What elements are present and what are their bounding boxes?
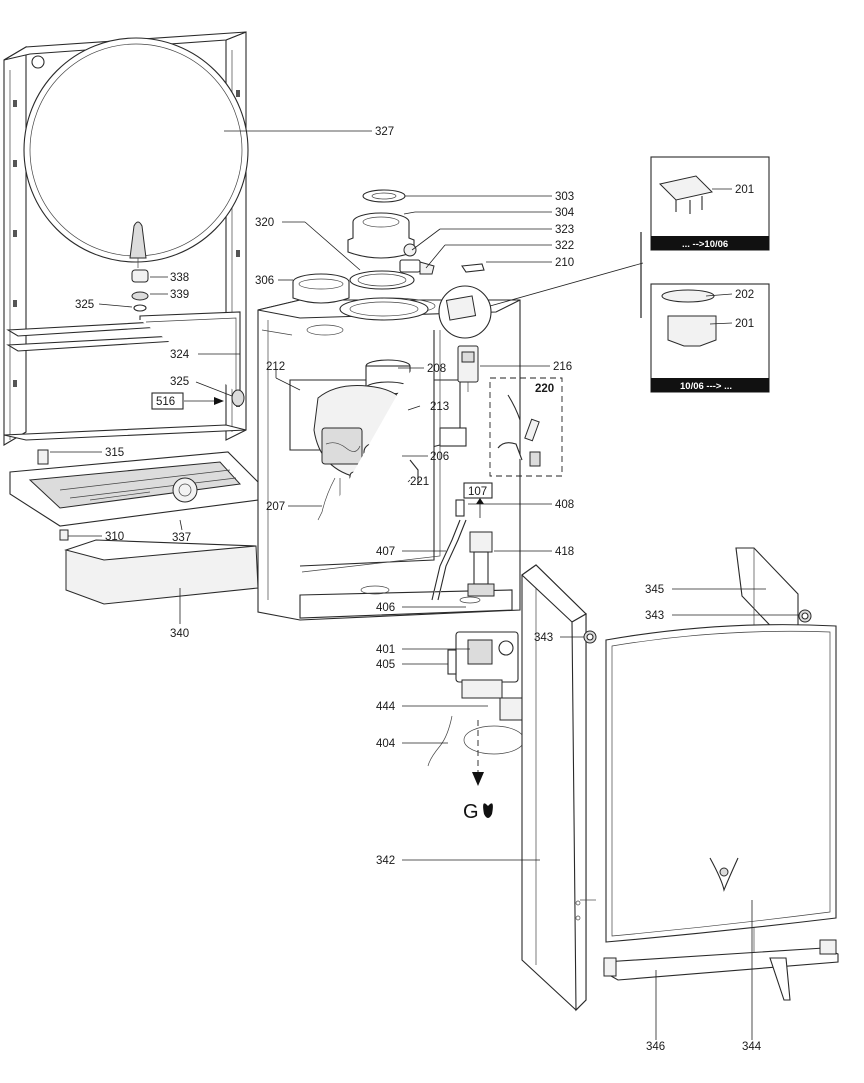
- cable-loop: [463, 725, 525, 755]
- label-340: 340: [170, 628, 189, 640]
- gas-valve-cable: [427, 715, 453, 767]
- side-panel: [521, 564, 597, 1012]
- retaining-clip: [461, 263, 485, 273]
- inset-bottom-caption: 10/06 ---> ...: [680, 381, 732, 392]
- label-207: 207: [266, 501, 285, 513]
- water-pipes: [299, 330, 441, 573]
- bottom-cover-panel: [64, 539, 259, 605]
- vessel-fittings: [131, 269, 149, 312]
- gas-inlet-label: G: [463, 801, 479, 823]
- label-201-bottom: 201: [735, 318, 754, 330]
- label-310: 310: [105, 531, 124, 543]
- label-345: 345: [645, 584, 664, 596]
- detail-callout-circle: [438, 232, 644, 339]
- bottom-crossbar: [603, 939, 839, 1001]
- expansion-vessel: [23, 37, 249, 268]
- inset-bottom: [650, 283, 770, 393]
- ref-box-516: [151, 392, 184, 410]
- label-406: 406: [376, 602, 395, 614]
- label-320: 320: [255, 217, 274, 229]
- label-346: 346: [646, 1041, 665, 1053]
- inset-top: [650, 156, 770, 251]
- gas-valve: [447, 631, 523, 721]
- label-322: 322: [555, 240, 574, 252]
- inset-top-caption: ... -->10/06: [682, 239, 728, 250]
- label-213: 213: [430, 401, 449, 413]
- gas-inlet-arrow: [472, 720, 493, 818]
- label-327: 327: [375, 126, 394, 138]
- label-444: 444: [376, 701, 396, 713]
- front-cover: [605, 624, 837, 943]
- label-339: 339: [170, 289, 189, 301]
- label-208: 208: [427, 363, 446, 375]
- label-325-top: 325: [75, 299, 94, 311]
- label-343-right: 343: [645, 610, 664, 622]
- label-404: 404: [376, 738, 396, 750]
- label-337: 337: [172, 532, 191, 544]
- label-201-top: 201: [735, 184, 754, 196]
- label-220: 220: [535, 383, 554, 395]
- label-304: 304: [555, 207, 575, 219]
- label-324: 324: [170, 349, 190, 361]
- hose-kit-box: [489, 377, 563, 477]
- label-344: 344: [742, 1041, 762, 1053]
- label-315: 315: [105, 447, 124, 459]
- label-343-left: 343: [534, 632, 553, 644]
- label-338: 338: [170, 272, 189, 284]
- label-221: 221: [410, 476, 429, 488]
- label-405: 405: [376, 659, 395, 671]
- label-407: 407: [376, 546, 395, 558]
- flue-base-plate: [339, 297, 429, 321]
- label-408: 408: [555, 499, 574, 511]
- label-107: 107: [468, 486, 487, 498]
- flue-connector: [347, 212, 435, 275]
- label-418: 418: [555, 546, 574, 558]
- part-number-labels: 327 303 304 323 322 320 306 210 338 339 …: [75, 126, 762, 1053]
- ref-box-107: [463, 482, 493, 499]
- ignition-cable: [317, 477, 336, 521]
- label-206: 206: [430, 451, 449, 463]
- connection-pipe: [139, 311, 245, 407]
- flue-adapter: [292, 273, 350, 304]
- seal-ring: [362, 189, 406, 203]
- gas-pipe-assembly: [431, 498, 495, 601]
- bottom-tray: [9, 449, 259, 541]
- label-516: 516: [156, 396, 175, 408]
- label-210: 210: [555, 257, 574, 269]
- gasket-ring: [349, 270, 415, 290]
- pressure-switch: [457, 345, 479, 392]
- label-342: 342: [376, 855, 395, 867]
- label-323: 323: [555, 224, 574, 236]
- label-202: 202: [735, 289, 754, 301]
- label-303: 303: [555, 191, 574, 203]
- label-401: 401: [376, 644, 395, 656]
- label-325-bottom: 325: [170, 376, 189, 388]
- leader-lines: [50, 130, 799, 1040]
- label-306: 306: [255, 275, 274, 287]
- label-212: 212: [266, 361, 285, 373]
- label-216: 216: [553, 361, 572, 373]
